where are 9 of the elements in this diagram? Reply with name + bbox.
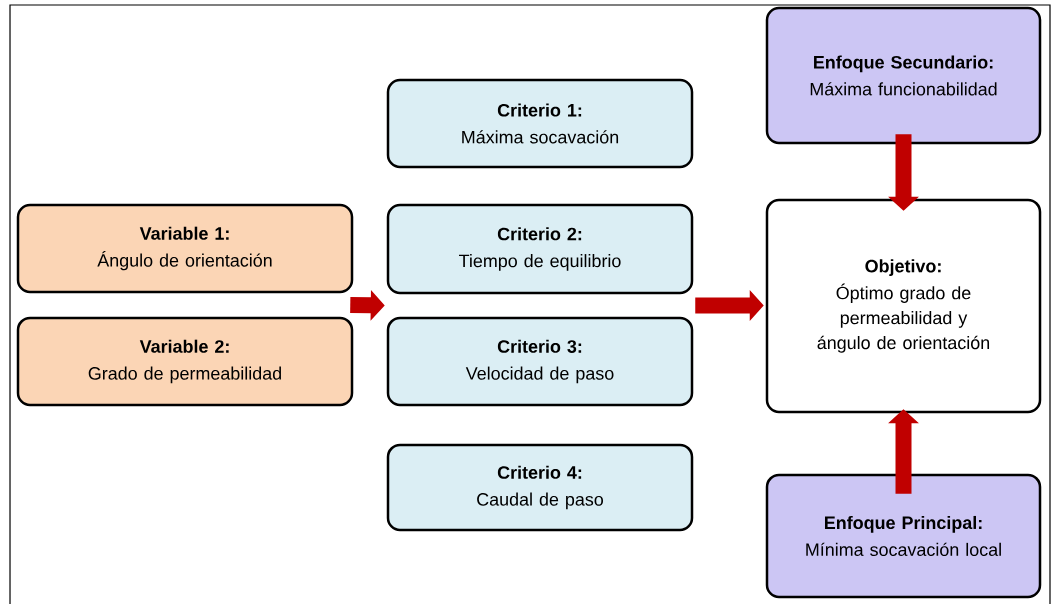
criterion-box: Criterio 2: Tiempo de equilibrio <box>386 203 694 295</box>
variable-box: Variable 2: Grado de permeabilidad <box>16 316 354 407</box>
variable-box: Variable 1: Ángulo de orientación <box>16 203 354 294</box>
approach-box: Enfoque Principal: Mínima socavación local <box>765 473 1042 599</box>
criterion-box: Criterio 4: Caudal de paso <box>386 443 694 532</box>
criterion-box: Criterio 1: Máxima socavación <box>386 78 694 169</box>
objective-box: Objetivo: Óptimo grado de permeabilidad y ángulo de orientación <box>765 198 1042 414</box>
approach-box: Enfoque Secundario: Máxima funcionabilidad <box>765 6 1042 145</box>
criterion-box: Criterio 3: Velocidad de paso <box>386 316 694 407</box>
